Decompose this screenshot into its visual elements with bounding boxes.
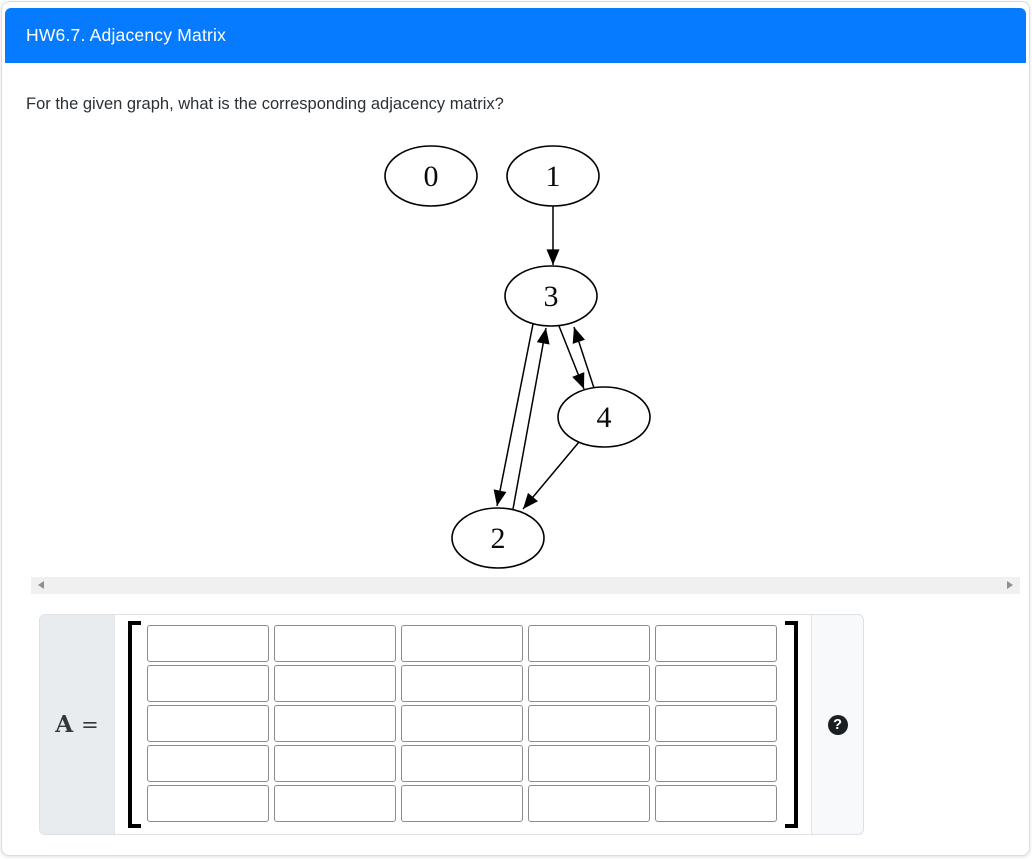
graph-node-0 <box>384 145 478 207</box>
matrix-cell-input-0-1[interactable] <box>274 625 396 662</box>
matrix-cell-input-4-3[interactable] <box>528 785 650 822</box>
graph-edge-2-3 <box>512 327 550 510</box>
question-circle-icon[interactable]: ? <box>827 714 848 735</box>
matrix-cell-input-0-4[interactable] <box>655 625 777 662</box>
matrix-name: A <box>55 711 74 738</box>
graph-image: 0 1 3 4 2 <box>384 145 651 569</box>
matrix-cell-input-1-0[interactable] <box>147 665 269 702</box>
matrix-cell-input-1-4[interactable] <box>655 665 777 702</box>
graph-node-label-2: 2 <box>491 522 506 555</box>
matrix-cell-input-4-4[interactable] <box>655 785 777 822</box>
graph-node-4 <box>557 386 651 448</box>
matrix-grid <box>147 625 777 822</box>
matrix-cell-input-1-3[interactable] <box>528 665 650 702</box>
matrix-cell-input-0-3[interactable] <box>528 625 650 662</box>
graph-edge-3-2 <box>493 323 534 507</box>
help-area: ? <box>812 615 863 834</box>
matrix-cell-input-3-4[interactable] <box>655 745 777 782</box>
matrix-right-bracket <box>785 621 798 828</box>
graph-node-1 <box>506 145 600 207</box>
matrix-cell-input-3-3[interactable] <box>528 745 650 782</box>
question-header: HW6.7. Adjacency Matrix <box>5 8 1026 63</box>
matrix-cell-input-4-2[interactable] <box>401 785 523 822</box>
graph-edge-4-2 <box>522 441 580 510</box>
scroll-right-arrow-icon[interactable] <box>1007 581 1013 589</box>
matrix-cell-input-0-0[interactable] <box>147 625 269 662</box>
question-prompt: For the given graph, what is the corresp… <box>26 95 504 113</box>
matrix-cell-input-4-1[interactable] <box>274 785 396 822</box>
matrix-cell-input-2-4[interactable] <box>655 705 777 742</box>
matrix-cell-input-2-1[interactable] <box>274 705 396 742</box>
matrix-cell-input-2-3[interactable] <box>528 705 650 742</box>
matrix-cell-input-3-0[interactable] <box>147 745 269 782</box>
matrix-cell-input-2-2[interactable] <box>401 705 523 742</box>
matrix-cell-input-1-2[interactable] <box>401 665 523 702</box>
equals-sign: = <box>81 712 99 737</box>
graph-node-label-0: 0 <box>424 160 439 193</box>
matrix-cell-input-3-1[interactable] <box>274 745 396 782</box>
horizontal-scrollbar[interactable] <box>31 577 1020 594</box>
matrix-input-area <box>114 615 812 834</box>
graph-node-label-4: 4 <box>597 401 612 434</box>
matrix-variable-label: A = <box>40 615 114 834</box>
graph-node-3 <box>504 265 598 327</box>
scroll-left-arrow-icon[interactable] <box>38 581 44 589</box>
question-title: HW6.7. Adjacency Matrix <box>26 25 227 45</box>
matrix-left-bracket <box>128 621 141 828</box>
matrix-cell-input-2-0[interactable] <box>147 705 269 742</box>
graph-node-label-1: 1 <box>546 160 561 193</box>
matrix-cell-input-4-0[interactable] <box>147 785 269 822</box>
graph-edge-3-4 <box>558 325 585 390</box>
graph-node-2 <box>451 507 545 569</box>
matrix-answer-panel: A = ? <box>39 614 864 835</box>
graph-edge-4-3 <box>572 326 595 389</box>
graph-node-label-3: 3 <box>544 280 559 313</box>
matrix-cell-input-0-2[interactable] <box>401 625 523 662</box>
matrix-cell-input-3-2[interactable] <box>401 745 523 782</box>
matrix-cell-input-1-1[interactable] <box>274 665 396 702</box>
